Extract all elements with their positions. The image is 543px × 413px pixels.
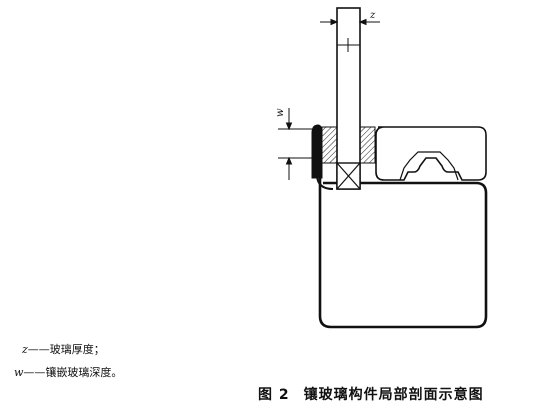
frame-lip-curve	[316, 175, 334, 190]
figure-title: 镶玻璃构件局部剖面示意图	[303, 387, 484, 403]
glazing-bead	[375, 126, 487, 181]
figure-number: 图 2	[258, 387, 290, 403]
setting-block	[336, 162, 361, 190]
legend-symbol: z	[22, 343, 28, 356]
dimension-z-label: z	[369, 10, 376, 21]
legend-item-z: z——玻璃厚度；	[22, 343, 105, 357]
legend-item-w: w——镶嵌玻璃深度。	[14, 366, 122, 380]
bead-groove	[399, 151, 459, 181]
legend-dash: ——	[27, 343, 50, 356]
dimension-z	[320, 18, 380, 52]
legend-dash: ——	[23, 366, 46, 379]
figure-caption: 图 2 镶玻璃构件局部剖面示意图	[258, 384, 484, 404]
legend-text: 玻璃厚度；	[49, 343, 105, 356]
frame-left-lip	[311, 124, 323, 179]
dimension-w	[278, 108, 312, 180]
sealant-right	[359, 126, 376, 164]
glass-pane	[336, 7, 361, 190]
sealant-left	[321, 126, 338, 164]
legend-text: 镶嵌玻璃深度。	[45, 366, 123, 379]
frame-profile	[318, 175, 488, 329]
legend-symbol: w	[14, 366, 24, 379]
dimension-w-label: w	[275, 108, 286, 117]
